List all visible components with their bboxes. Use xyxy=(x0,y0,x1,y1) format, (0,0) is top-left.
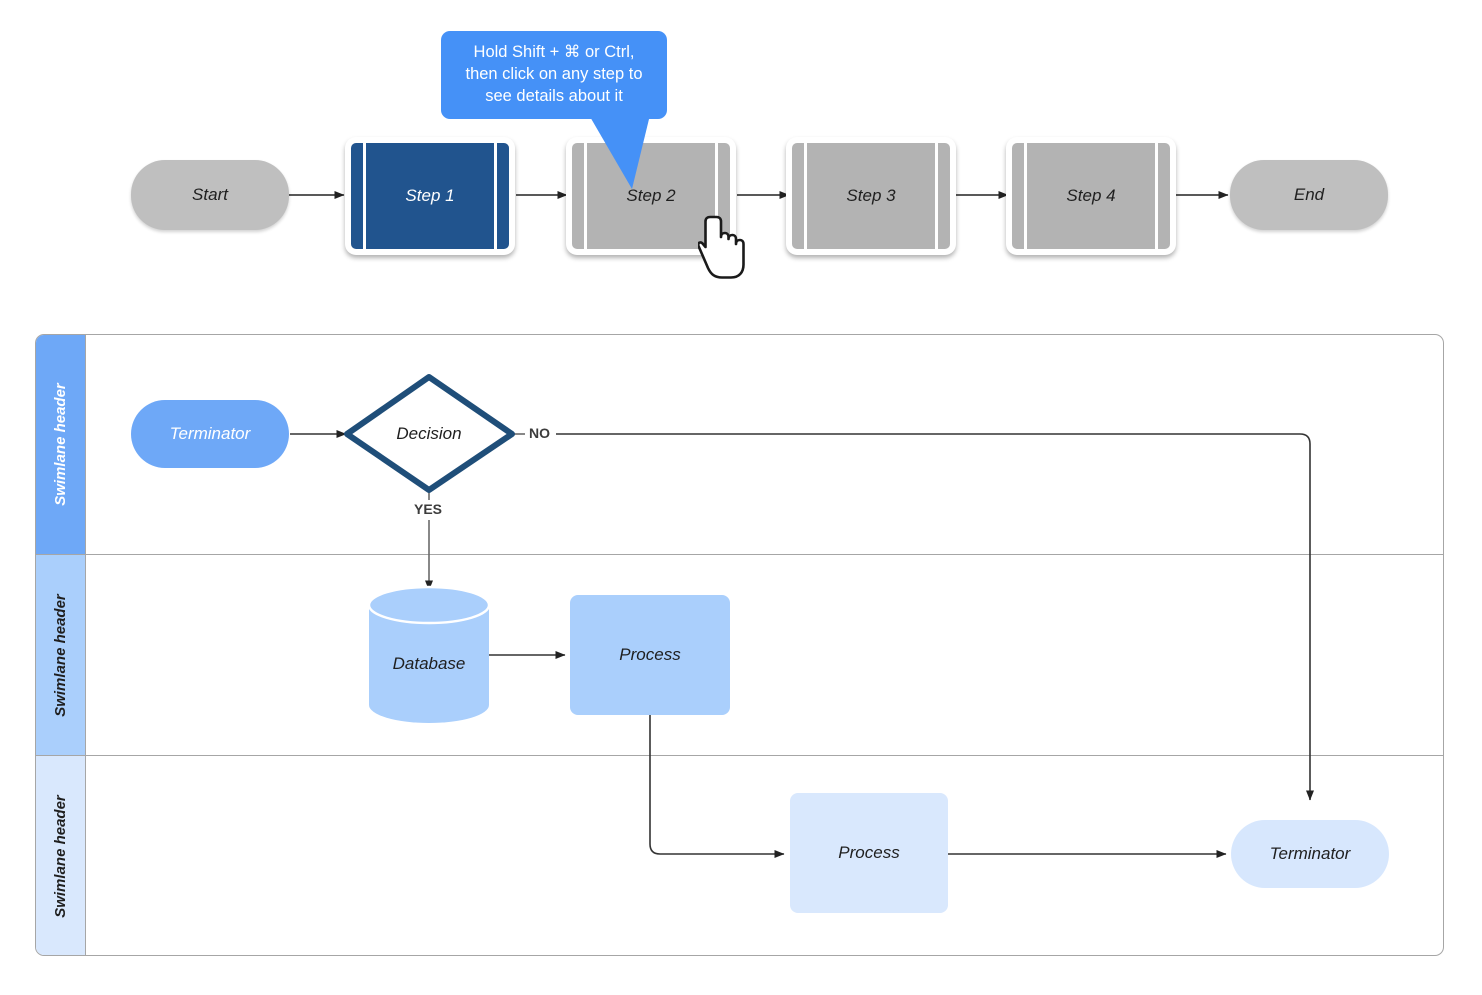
predefined-process-bar-right xyxy=(494,143,497,249)
tooltip-line-1: Hold Shift + ⌘ or Ctrl, xyxy=(473,43,635,61)
predefined-process-bar-left xyxy=(363,143,366,249)
flow-node-step-3[interactable]: Step 3 xyxy=(786,137,956,255)
swimlane-3: Swimlane header xyxy=(36,755,1443,955)
tooltip-line-2: then click on any step to xyxy=(465,64,643,83)
swimlane-header-3[interactable]: Swimlane header xyxy=(36,756,86,955)
shape-label: Terminator xyxy=(169,424,251,443)
swimlane-2: Swimlane header xyxy=(36,554,1443,755)
shortcut-tooltip: Hold Shift + ⌘ or Ctrl, then click on an… xyxy=(441,31,667,119)
flow-node-label: Step 2 xyxy=(626,186,676,205)
flow-node-label: End xyxy=(1293,185,1325,204)
flow-node-step-2[interactable]: Step 2 xyxy=(566,137,736,255)
swimlane-header-1[interactable]: Swimlane header xyxy=(36,335,86,554)
flow-node-label: Start xyxy=(192,185,228,204)
diagram-shape-terminator-end[interactable]: Terminator xyxy=(1231,820,1389,888)
flow-node-end[interactable]: End xyxy=(1230,160,1388,230)
swimlane-header-2[interactable]: Swimlane header xyxy=(36,555,86,755)
diagram-shape-database-label[interactable]: Database xyxy=(349,650,509,678)
predefined-process-bar-right xyxy=(715,143,718,249)
predefined-process-bar-left xyxy=(1024,143,1027,249)
flow-node-label: Step 1 xyxy=(405,186,455,205)
diagram-shape-process-2[interactable]: Process xyxy=(790,793,948,913)
edge-label-yes: YES xyxy=(412,501,445,517)
predefined-process-bar-left xyxy=(804,143,807,249)
diagram-shape-decision-label[interactable]: Decision xyxy=(349,420,509,448)
decision-diamond xyxy=(344,374,515,493)
database-cylinder xyxy=(367,585,491,723)
flow-node-label: Step 3 xyxy=(846,186,896,205)
diagram-shape-terminator-start[interactable]: Terminator xyxy=(131,400,289,468)
shape-label: Terminator xyxy=(1269,844,1351,863)
shape-label: Decision xyxy=(396,424,462,443)
predefined-process-bar-left xyxy=(584,143,587,249)
diagram-shape-process-1[interactable]: Process xyxy=(570,595,730,715)
predefined-process-bar-right xyxy=(1155,143,1158,249)
pointing-hand-cursor-icon xyxy=(698,215,745,279)
predefined-process-bar-right xyxy=(935,143,938,249)
swimlane-1: Swimlane header xyxy=(36,335,1443,554)
shape-label: Database xyxy=(392,654,466,673)
flow-node-start[interactable]: Start xyxy=(131,160,289,230)
flow-node-step-1[interactable]: Step 1 xyxy=(345,137,515,255)
shape-label: Process xyxy=(838,843,900,862)
edge-label-no: NO xyxy=(527,425,552,441)
tooltip-line-3: see details about it xyxy=(485,86,623,105)
flow-node-step-4[interactable]: Step 4 xyxy=(1006,137,1176,255)
flow-node-label: Step 4 xyxy=(1066,186,1116,205)
shape-label: Process xyxy=(619,645,681,664)
